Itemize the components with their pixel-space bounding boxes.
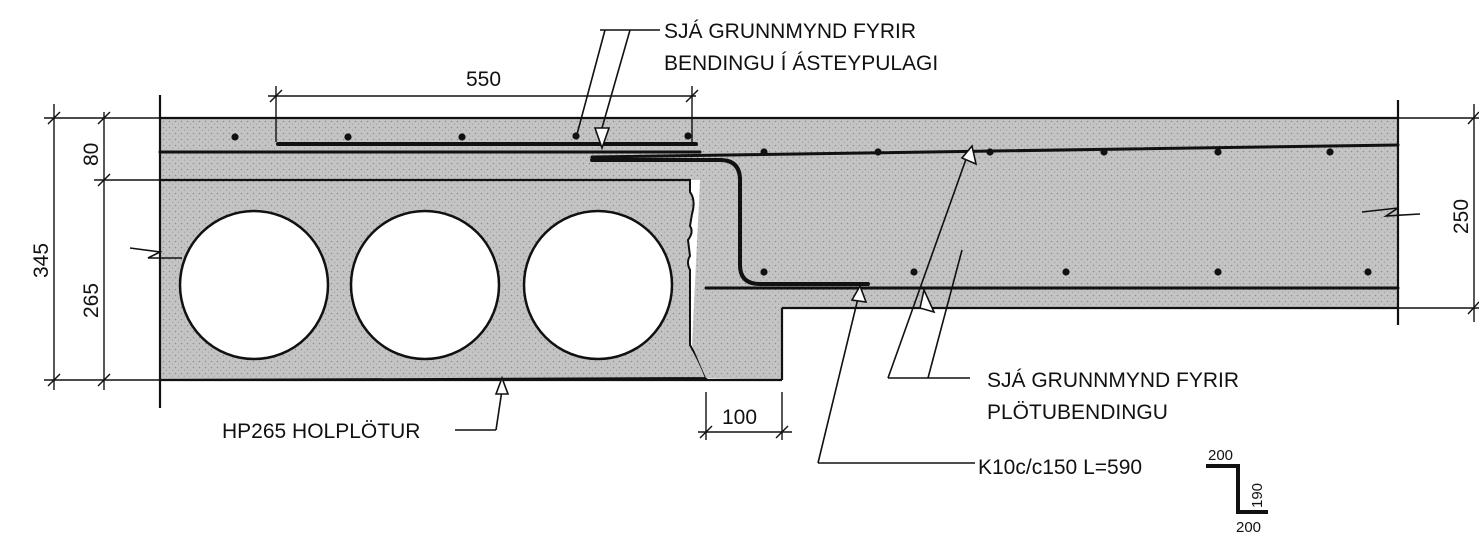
bar-bottom-leg: 200 xyxy=(1236,519,1261,536)
hollow-core-3 xyxy=(522,209,674,361)
note-top-line1: SJÁ GRUNNMYND FYRIR xyxy=(664,20,916,43)
bar-top-leg: 200 xyxy=(1208,447,1233,464)
z-bar xyxy=(590,158,870,286)
hollow-core-1 xyxy=(178,209,330,361)
dimension-lines xyxy=(44,86,1479,440)
dim-slab-thickness: 250 xyxy=(1450,199,1473,234)
bar-vertical-leg: 190 xyxy=(1249,483,1266,508)
concrete-section xyxy=(159,118,1398,382)
note-right-line2: PLÖTUBENDINGU xyxy=(987,401,1168,424)
rebar-dots xyxy=(231,132,1372,276)
dim-total-depth: 345 xyxy=(30,243,53,278)
leader-lines xyxy=(455,29,978,464)
dim-top-len: 550 xyxy=(466,68,501,91)
cast-in-place-slab xyxy=(692,118,1398,380)
break-marks xyxy=(129,207,1421,259)
slab-top-bar xyxy=(590,143,1400,159)
dim-topping: 80 xyxy=(80,143,103,166)
reinforcement xyxy=(158,142,1400,290)
note-slab: HP265 HOLPLÖTUR xyxy=(222,420,420,443)
topping-layer xyxy=(160,118,700,180)
hollow-core-2 xyxy=(349,209,501,361)
note-rebar: K10c/c150 L=590 xyxy=(978,456,1142,479)
note-top-line2: BENDINGU Í ÁSTEYPULAGI xyxy=(664,52,938,75)
dim-slab-depth: 265 xyxy=(80,283,103,318)
bar-shape-icon xyxy=(1206,464,1268,514)
dim-bearing: 100 xyxy=(722,406,757,429)
note-right-line1: SJÁ GRUNNMYND FYRIR xyxy=(987,369,1239,392)
